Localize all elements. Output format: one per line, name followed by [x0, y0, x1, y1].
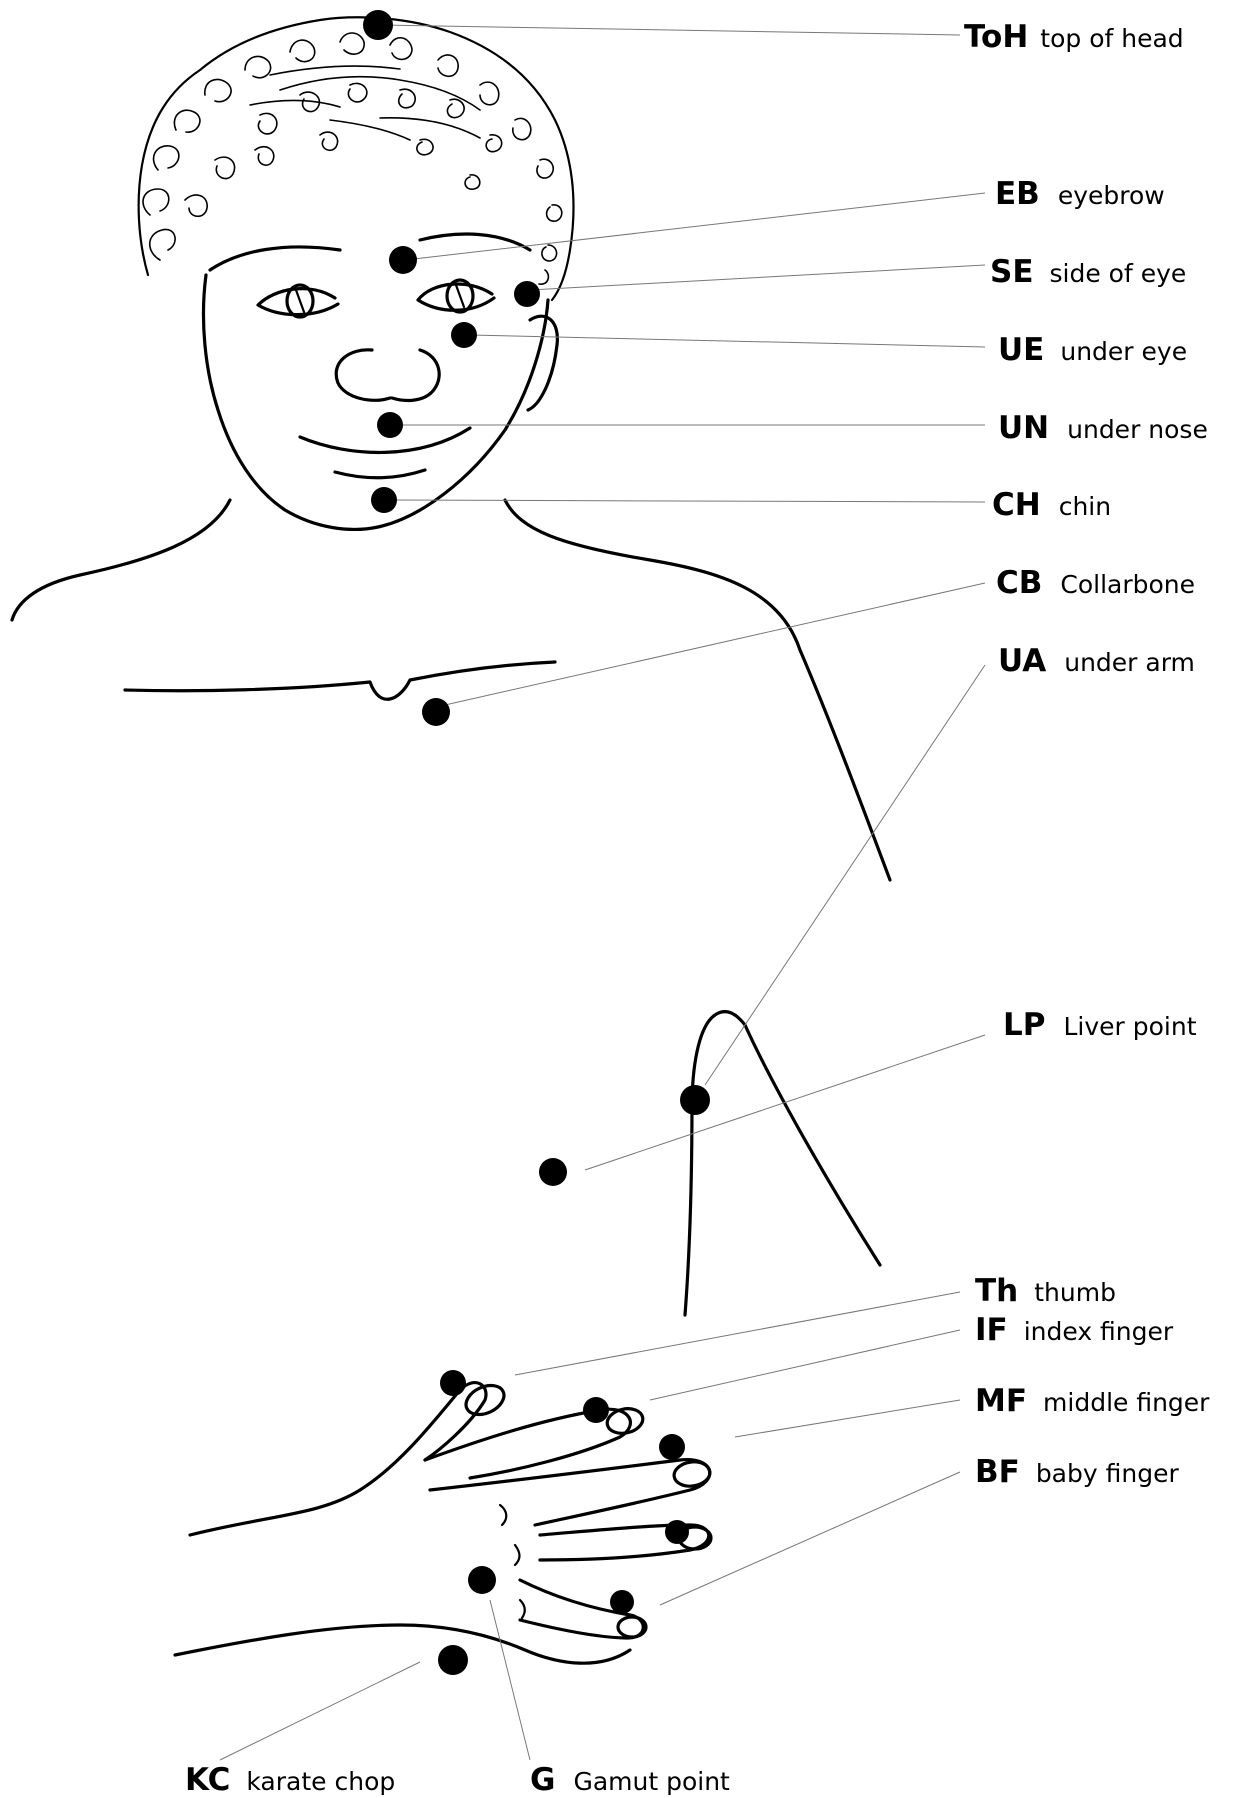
leader-mf: [735, 1400, 960, 1437]
label-g-text: Gamut point: [573, 1767, 730, 1796]
label-eb-text: eyebrow: [1058, 181, 1165, 210]
label-ch-text: chin: [1059, 492, 1111, 521]
leader-g: [490, 1600, 530, 1760]
label-kc-abbr: KC: [185, 1762, 230, 1798]
label-cb-text: Collarbone: [1060, 570, 1195, 599]
leader-th: [515, 1292, 960, 1375]
leader-ue: [470, 335, 985, 347]
dot-if: [583, 1397, 609, 1423]
leader-ch: [390, 500, 985, 502]
label-th-text: thumb: [1034, 1278, 1116, 1307]
label-kc-text: karate chop: [246, 1767, 395, 1796]
dot-g: [468, 1566, 496, 1594]
dot-se: [514, 281, 540, 307]
label-bf: BF baby finger: [975, 1454, 1179, 1490]
label-ch-abbr: CH: [992, 487, 1041, 523]
label-eb-abbr: EB: [995, 176, 1040, 212]
label-ua-abbr: UA: [998, 643, 1046, 679]
leader-lp: [585, 1035, 985, 1170]
label-mf-text: middle finger: [1043, 1388, 1210, 1417]
leader-toh: [380, 25, 960, 35]
label-if-abbr: IF: [975, 1312, 1008, 1348]
label-se-text: side of eye: [1050, 259, 1187, 288]
dot-cb: [422, 698, 450, 726]
leader-kc: [220, 1662, 420, 1760]
label-lp-abbr: LP: [1003, 1007, 1045, 1043]
label-toh-text: top of head: [1040, 24, 1183, 53]
dot-ue: [451, 322, 477, 348]
dot-kc: [438, 1645, 468, 1675]
label-ue-text: under eye: [1060, 337, 1187, 366]
dot-un: [377, 412, 403, 438]
label-un: UN under nose: [998, 410, 1208, 446]
arm: [685, 1012, 880, 1315]
label-ch: CH chin: [992, 487, 1111, 523]
curly-hair: [139, 17, 574, 300]
label-cb: CB Collarbone: [996, 565, 1195, 601]
leader-lines: [220, 25, 985, 1760]
label-mf: MF middle finger: [975, 1383, 1210, 1419]
label-g: G Gamut point: [530, 1762, 730, 1798]
figure-drawing: [12, 17, 890, 1663]
label-ue: UE under eye: [998, 332, 1187, 368]
dot-eb: [389, 246, 417, 274]
label-lp-text: Liver point: [1063, 1012, 1196, 1041]
label-ue-abbr: UE: [998, 332, 1044, 368]
label-eb: EB eyebrow: [995, 176, 1165, 212]
label-mf-abbr: MF: [975, 1383, 1027, 1419]
label-ua-text: under arm: [1064, 648, 1195, 677]
leader-if: [650, 1330, 960, 1400]
neck-shoulders: [12, 500, 890, 880]
label-un-abbr: UN: [998, 410, 1049, 446]
label-toh-abbr: ToH: [964, 19, 1028, 55]
label-bf-abbr: BF: [975, 1454, 1020, 1490]
leader-ua: [705, 665, 985, 1085]
label-cb-abbr: CB: [996, 565, 1042, 601]
label-th-abbr: Th: [975, 1273, 1018, 1309]
label-kc: KC karate chop: [185, 1762, 395, 1798]
label-g-abbr: G: [530, 1762, 555, 1798]
dot-ch: [371, 487, 397, 513]
dot-mf: [659, 1434, 685, 1460]
label-se-abbr: SE: [990, 254, 1034, 290]
label-toh: ToH top of head: [964, 19, 1184, 55]
dot-lp: [539, 1158, 567, 1186]
label-lp: LP Liver point: [1003, 1007, 1197, 1043]
leader-eb: [405, 193, 985, 260]
label-bf-text: baby finger: [1036, 1459, 1180, 1488]
face: [203, 234, 557, 529]
label-un-text: under nose: [1067, 415, 1208, 444]
hand: [175, 1380, 711, 1663]
dot-toh: [363, 10, 393, 40]
labels: ToH top of head EB eyebrow SE side of eye U…: [185, 19, 1210, 1798]
dot-ua: [680, 1085, 710, 1115]
label-if: IF index finger: [975, 1312, 1174, 1348]
label-if-text: index finger: [1024, 1317, 1174, 1346]
leader-bf: [660, 1472, 960, 1605]
dot-th: [440, 1370, 466, 1396]
leader-cb: [445, 583, 985, 705]
label-se: SE side of eye: [990, 254, 1186, 290]
dot-mf2: [665, 1520, 689, 1544]
leader-se: [530, 265, 985, 290]
dot-bf: [610, 1590, 634, 1614]
label-ua: UA under arm: [998, 643, 1195, 679]
